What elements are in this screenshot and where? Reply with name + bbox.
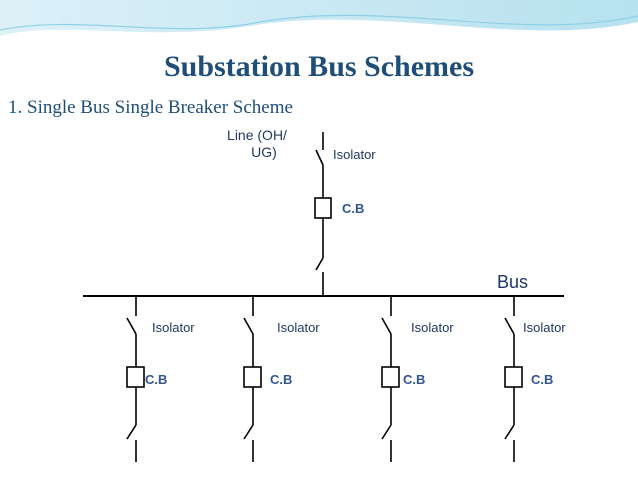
- line-label-1: Line (OH/: [227, 127, 287, 143]
- feeder-lower-isolator-blade: [504, 424, 515, 440]
- subtitle-number: 1.: [8, 97, 23, 118]
- feeder-isolator-blade: [243, 317, 254, 335]
- feeder-cb-symbol: [243, 366, 262, 388]
- feeder-cb-symbol: [504, 366, 523, 388]
- feeder-isolator-label: Isolator: [411, 320, 454, 335]
- feeder-cb-label: C.B: [531, 372, 553, 387]
- header-wave: [0, 0, 638, 36]
- slide-title: Substation Bus Schemes: [163, 50, 475, 83]
- feeder-isolator-label: Isolator: [277, 320, 320, 335]
- feeder-3: [381, 296, 400, 462]
- top-isolator-label: Isolator: [333, 147, 376, 162]
- feeder-cb-label: C.B: [403, 372, 425, 387]
- feeder-isolator-blade: [504, 317, 515, 335]
- feeders: [126, 296, 523, 462]
- feeder-cb-symbol: [126, 366, 145, 388]
- top-cb-symbol: [314, 197, 332, 219]
- feeder-isolator-blade: [126, 317, 137, 335]
- feeder-lower-isolator-blade: [126, 424, 137, 440]
- feeder-isolator-label: Isolator: [152, 320, 195, 335]
- feeder-lower-isolator-blade: [381, 424, 392, 440]
- line-label-2: UG): [251, 144, 277, 160]
- feeder-4: [504, 296, 523, 462]
- feeder-isolator-label: Isolator: [523, 320, 566, 335]
- top-lower-isolator-blade: [315, 257, 324, 271]
- top-cb-label: C.B: [342, 201, 364, 216]
- subtitle-text: Single Bus Single Breaker Scheme: [27, 97, 293, 118]
- feeder-cb-label: C.B: [270, 372, 292, 387]
- feeder-cb-label: C.B: [145, 372, 167, 387]
- header-wave-line: [0, 14, 638, 31]
- incoming-line: [83, 132, 564, 297]
- feeder-1: [126, 296, 145, 462]
- bus-label: Bus: [497, 272, 528, 292]
- top-isolator-blade: [315, 149, 324, 166]
- feeder-2: [243, 296, 262, 462]
- slide-subtitle: 1. Single Bus Single Breaker Scheme: [8, 97, 293, 119]
- feeder-lower-isolator-blade: [243, 424, 254, 440]
- feeder-cb-symbol: [381, 366, 400, 388]
- feeder-isolator-blade: [381, 317, 392, 335]
